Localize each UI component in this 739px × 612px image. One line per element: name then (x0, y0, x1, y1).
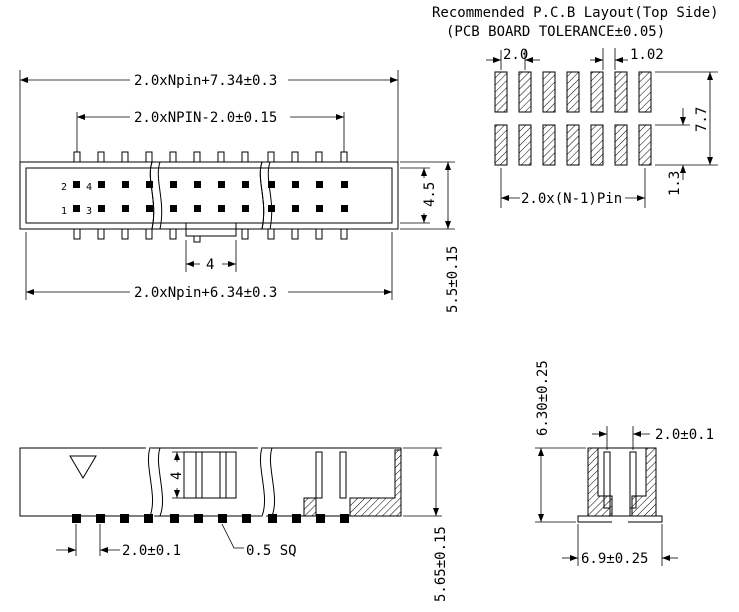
pin-span-label: 2.0xNPIN-2.0±0.15 (134, 110, 277, 126)
top-pins (73, 151, 348, 163)
side-pitch-label: 2.0±0.1 (122, 543, 181, 559)
pin-row-b (73, 205, 348, 212)
connector-body-top (19, 161, 399, 230)
pcb-pin-span-label: 2.0x(N-1)Pin (521, 191, 622, 207)
polarization-key (185, 223, 237, 237)
side-pins (72, 514, 349, 523)
side-height-label: 5.65±0.15 (433, 526, 449, 602)
pin-row-a (73, 181, 348, 188)
pin-number-4: 4 (86, 182, 92, 193)
pcb-row-span-label: 7.7 (694, 107, 710, 132)
pcb-pad-length-label: 1.3 (667, 171, 683, 196)
pcb-layout-title: Recommended P.C.B Layout(Top Side) (432, 5, 719, 21)
pcb-pads-top-row (494, 71, 652, 113)
height-inner-label: 4.5 (422, 182, 438, 207)
side-view: 4 2.0±0.1 0.5 SQ (19, 446, 449, 602)
end-pitch-label: 2.0±0.1 (655, 427, 714, 443)
key-width-label: 4 (206, 257, 214, 273)
end-width-label: 6.9±0.25 (581, 551, 648, 567)
pcb-layout: Recommended P.C.B Layout(Top Side) (PCB … (432, 5, 719, 208)
pin-number-3: 3 (86, 206, 92, 217)
body-length-label: 2.0xNpin+6.34±0.3 (134, 285, 277, 301)
key-depth-label: 4 (169, 472, 185, 480)
pcb-pad-width-label: 1.02 (630, 47, 664, 63)
pcb-tolerance-note: (PCB BOARD TOLERANCE±0.05) (446, 24, 665, 40)
end-height-label: 6.30±0.25 (535, 360, 551, 436)
overall-length-label: 2.0xNpin+7.34±0.3 (134, 73, 277, 89)
pcb-pads-bottom-row (494, 124, 652, 166)
height-outer-label: 5.5±0.15 (445, 246, 461, 313)
pin-size-label: 0.5 SQ (246, 543, 297, 559)
pin-number-2: 2 (61, 182, 67, 193)
polarity-triangle (69, 455, 97, 479)
bottom-pins (73, 228, 348, 243)
end-view: 6.30±0.25 2.0±0.1 6.9±0.25 (535, 360, 714, 567)
pin-number-1: 1 (61, 206, 67, 217)
pcb-pitch-label: 2.0 (503, 47, 528, 63)
top-view: 2.0xNpin+7.34±0.3 2.0xNPIN-2.0±0.15 (19, 70, 461, 313)
